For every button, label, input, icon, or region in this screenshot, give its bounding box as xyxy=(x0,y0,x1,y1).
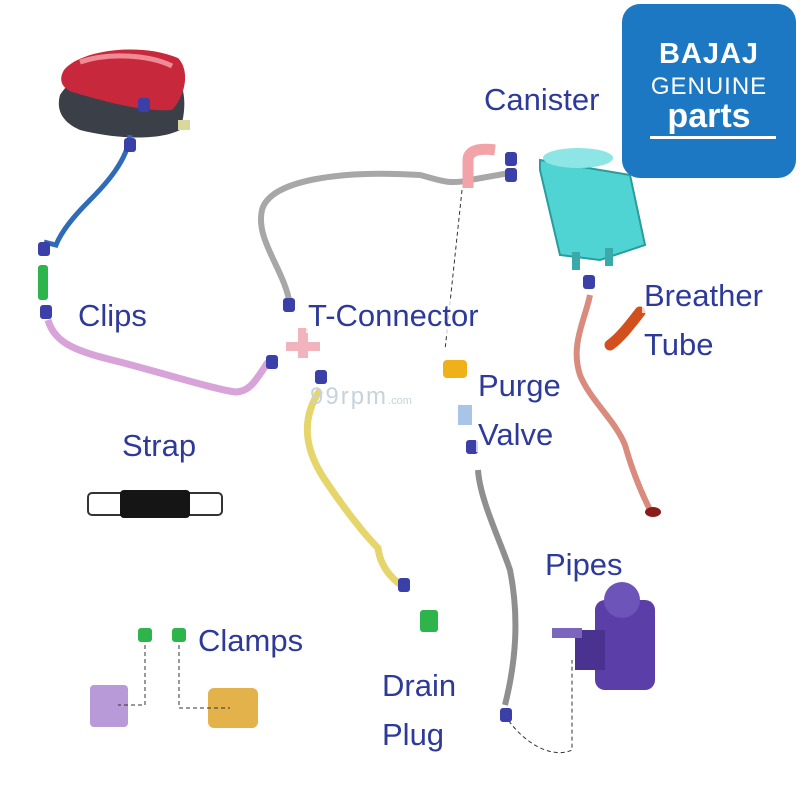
clamp-screw-2 xyxy=(172,628,186,642)
label-breather-line1: Breather xyxy=(642,278,765,313)
label-purge-line2: Valve xyxy=(476,417,556,452)
logo-brand: BAJAJ xyxy=(658,38,760,70)
label-strap: Strap xyxy=(120,428,199,463)
label-pipes: Pipes xyxy=(543,547,625,582)
label-drain-line1: Drain xyxy=(380,668,459,703)
clamp-screw-1 xyxy=(138,628,152,642)
logo-parts: parts xyxy=(667,97,751,135)
breather-tube-part xyxy=(604,306,646,351)
logo-genuine: GENUINE xyxy=(650,73,768,100)
green-filter xyxy=(38,265,48,300)
label-canister: Canister xyxy=(482,82,602,117)
elbow-fitting xyxy=(462,143,496,188)
label-breather-line2: Tube xyxy=(642,327,716,362)
hose-clips xyxy=(38,98,595,722)
logo-underline xyxy=(650,136,776,139)
gray-hose xyxy=(257,169,516,306)
drain-hose xyxy=(303,388,408,591)
label-clamps: Clamps xyxy=(196,623,306,658)
clamp-dash-1 xyxy=(118,645,146,706)
watermark: 99rpm.com xyxy=(310,383,412,411)
drain-plug-part xyxy=(420,610,438,632)
copper-pipe-end xyxy=(645,507,661,517)
carb-pipe xyxy=(475,469,519,706)
copper-pipe xyxy=(573,294,653,512)
label-drain-line2: Plug xyxy=(380,717,447,752)
purge-valve-cap xyxy=(443,360,467,378)
pink-hose xyxy=(44,318,271,396)
strap-part xyxy=(87,490,223,518)
watermark-main: 99rpm xyxy=(310,383,389,410)
fuel-line xyxy=(43,134,133,248)
purge-valve-body xyxy=(458,405,472,425)
fuel-tank xyxy=(58,49,190,138)
label-t-connector: T-Connector xyxy=(306,298,481,333)
clamp-orange xyxy=(208,688,258,728)
clamp-dash-2 xyxy=(178,645,230,709)
label-clips: Clips xyxy=(76,298,149,333)
label-purge-line1: Purge xyxy=(476,368,563,403)
t-connector-part xyxy=(286,328,320,358)
clamp-purple xyxy=(90,685,128,727)
watermark-suffix: .com xyxy=(388,395,412,407)
dashed-line-carb xyxy=(504,660,573,754)
carburetor-part xyxy=(552,582,655,690)
bajaj-genuine-parts-logo: BAJAJ GENUINE parts xyxy=(622,4,796,178)
